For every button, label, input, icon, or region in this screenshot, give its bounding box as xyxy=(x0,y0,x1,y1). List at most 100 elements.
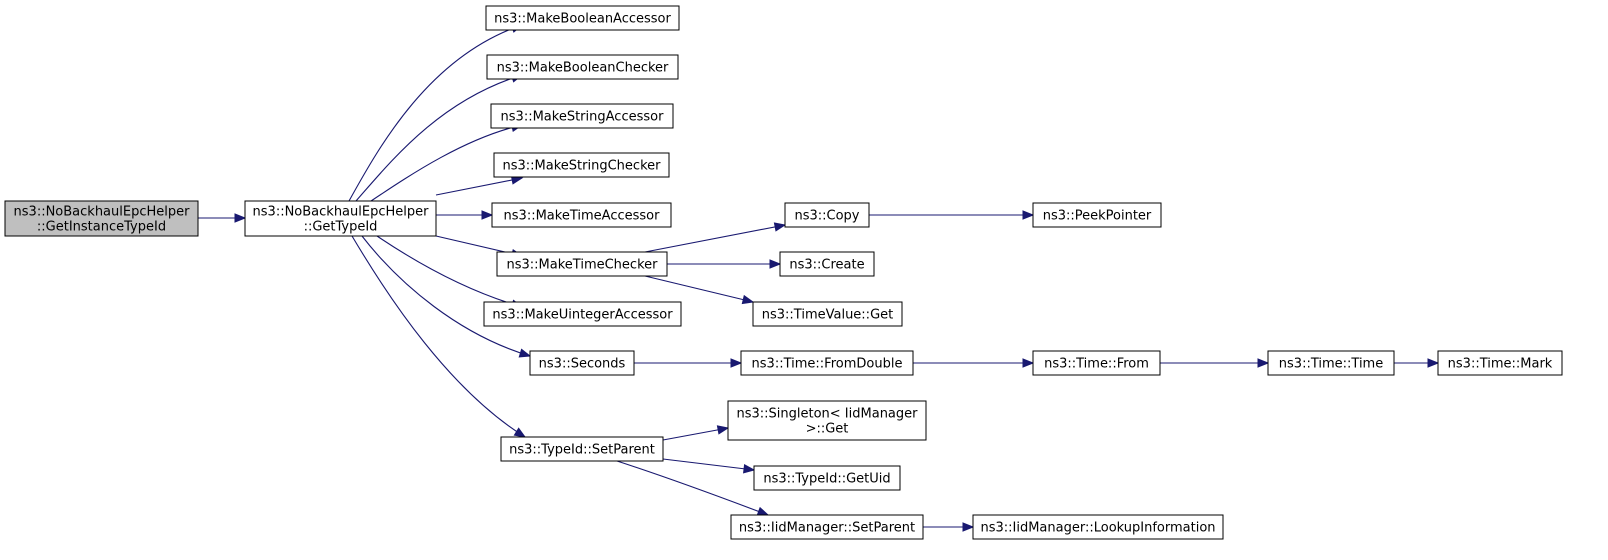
call-edge-maketimechk-to-timevalueget xyxy=(644,275,755,305)
edge-arrowhead xyxy=(756,506,770,516)
node-box xyxy=(972,514,1224,540)
node-box xyxy=(500,436,664,462)
node-copy[interactable]: ns3::Copy xyxy=(784,202,870,228)
node-box xyxy=(1032,202,1162,228)
node-label: >::Get xyxy=(806,422,849,437)
node-lookupinfo[interactable]: ns3::IidManager::LookupInformation xyxy=(972,514,1224,540)
call-edge-gettypeid-to-setparent xyxy=(351,235,527,438)
call-edge-iidsetparent-to-lookupinfo xyxy=(923,522,975,532)
node-makestracc[interactable]: ns3::MakeStringAccessor xyxy=(490,103,674,129)
node-label: ns3::PeekPointer xyxy=(1043,209,1152,224)
call-edge-maketimechk-to-create xyxy=(667,259,782,269)
edge-arrowhead xyxy=(741,294,755,305)
edge-line xyxy=(370,124,523,202)
node-root: ns3::NoBackhaulEpcHelper::GetInstanceTyp… xyxy=(4,200,199,237)
node-label: ns3::NoBackhaulEpcHelper xyxy=(14,205,191,220)
node-fromdouble[interactable]: ns3::Time::FromDouble xyxy=(740,350,914,376)
call-edge-gettypeid-to-seconds xyxy=(361,235,532,358)
edge-line xyxy=(351,235,526,438)
edge-line xyxy=(355,74,523,202)
call-edge-gettypeid-to-makestrchk xyxy=(435,175,524,196)
edge-arrowhead xyxy=(1022,210,1035,220)
edge-arrowhead xyxy=(1257,358,1270,368)
node-box xyxy=(491,202,672,228)
edge-arrowhead xyxy=(513,427,527,438)
node-label: ns3::Time::From xyxy=(1044,357,1149,372)
call-edge-root-to-gettypeid xyxy=(198,213,247,223)
node-box xyxy=(1267,350,1395,376)
node-box xyxy=(784,202,870,228)
node-box xyxy=(752,301,903,327)
node-label: ns3::MakeBooleanChecker xyxy=(497,61,669,76)
node-box xyxy=(493,152,670,178)
call-edge-seconds-to-fromdouble xyxy=(634,358,743,368)
node-label: ::GetInstanceTypeId xyxy=(37,220,166,235)
node-gettypeid[interactable]: ns3::NoBackhaulEpcHelper::GetTypeId xyxy=(244,200,437,237)
call-edge-setparent-to-singletonget xyxy=(662,425,730,441)
call-edge-fromdouble-to-timefrom xyxy=(913,358,1035,368)
edge-line xyxy=(644,224,786,253)
edge-line xyxy=(616,460,769,516)
node-box xyxy=(4,200,199,237)
edge-arrowhead xyxy=(1427,358,1440,368)
node-makestrchk[interactable]: ns3::MakeStringChecker xyxy=(493,152,670,178)
node-box xyxy=(1437,350,1563,376)
node-getuid[interactable]: ns3::TypeId::GetUid xyxy=(753,465,901,491)
node-label: ns3::Copy xyxy=(794,209,859,224)
node-box xyxy=(779,251,875,277)
node-maketimechk[interactable]: ns3::MakeTimeChecker xyxy=(496,251,668,277)
edge-arrowhead xyxy=(962,522,975,532)
node-label: ns3::TypeId::GetUid xyxy=(763,472,890,487)
node-label: ns3::MakeTimeAccessor xyxy=(504,209,661,224)
node-peekpointer[interactable]: ns3::PeekPointer xyxy=(1032,202,1162,228)
node-label: ns3::Time::Time xyxy=(1279,357,1383,372)
edge-line xyxy=(435,177,523,196)
node-create[interactable]: ns3::Create xyxy=(779,251,875,277)
node-label: ns3::IidManager::LookupInformation xyxy=(980,521,1215,536)
node-seconds[interactable]: ns3::Seconds xyxy=(529,350,635,376)
node-label: ns3::TypeId::SetParent xyxy=(509,443,655,458)
edge-arrowhead xyxy=(716,425,730,435)
node-box xyxy=(490,103,674,129)
node-maketimeacc[interactable]: ns3::MakeTimeAccessor xyxy=(491,202,672,228)
edge-arrowhead xyxy=(481,210,494,220)
node-setparent[interactable]: ns3::TypeId::SetParent xyxy=(500,436,664,462)
node-iidsetparent[interactable]: ns3::IidManager::SetParent xyxy=(730,514,924,540)
call-nodes: ns3::NoBackhaulEpcHelper::GetInstanceTyp… xyxy=(4,5,1563,540)
node-makeuintacc[interactable]: ns3::MakeUintegerAccessor xyxy=(483,301,682,327)
call-edge-timetime-to-timemark xyxy=(1394,358,1440,368)
node-box xyxy=(529,350,635,376)
node-timevalueget[interactable]: ns3::TimeValue::Get xyxy=(752,301,903,327)
edge-arrowhead xyxy=(234,213,247,223)
edge-line xyxy=(348,24,523,202)
node-label: ns3::IidManager::SetParent xyxy=(739,521,915,536)
call-edge-maketimechk-to-copy xyxy=(644,222,787,253)
node-timemark[interactable]: ns3::Time::Mark xyxy=(1437,350,1563,376)
edge-arrowhead xyxy=(769,259,782,269)
node-box xyxy=(483,301,682,327)
edge-line xyxy=(662,458,755,471)
node-box xyxy=(485,5,680,31)
node-label: ::GetTypeId xyxy=(304,220,378,235)
call-edges xyxy=(198,23,1440,532)
node-label: ns3::MakeStringAccessor xyxy=(501,110,665,125)
node-box xyxy=(496,251,668,277)
node-box xyxy=(730,514,924,540)
node-timetime[interactable]: ns3::Time::Time xyxy=(1267,350,1395,376)
node-makeboolacc[interactable]: ns3::MakeBooleanAccessor xyxy=(485,5,680,31)
edge-arrowhead xyxy=(773,222,787,232)
node-makeboolchk[interactable]: ns3::MakeBooleanChecker xyxy=(486,54,679,80)
node-label: ns3::Time::Mark xyxy=(1448,357,1553,372)
node-label: ns3::Time::FromDouble xyxy=(752,357,903,372)
node-box xyxy=(740,350,914,376)
node-box xyxy=(244,200,437,237)
node-timefrom[interactable]: ns3::Time::From xyxy=(1032,350,1161,376)
node-label: ns3::Singleton< IidManager xyxy=(736,407,918,422)
edge-arrowhead xyxy=(730,358,743,368)
node-label: ns3::Create xyxy=(789,258,864,273)
call-edge-gettypeid-to-makeboolchk xyxy=(355,73,524,202)
edge-line xyxy=(662,427,729,441)
node-singletonget[interactable]: ns3::Singleton< IidManager>::Get xyxy=(727,400,927,441)
edge-arrowhead xyxy=(743,464,756,474)
